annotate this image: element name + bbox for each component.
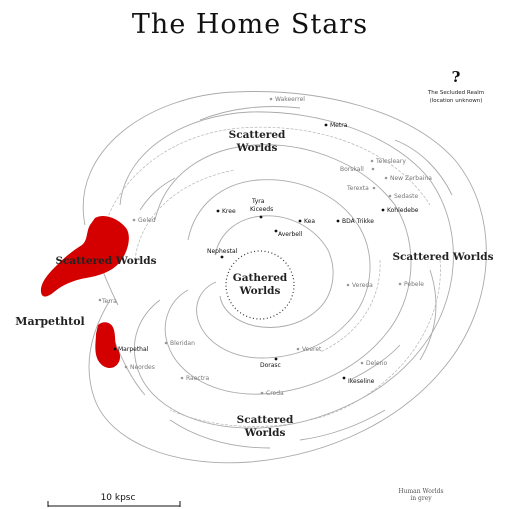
world-label-telesleary: Telesleary [375,158,406,165]
world-dot-tyra [259,215,263,219]
region-gathered-line2: Worlds [239,285,281,297]
world-dot-borskall [371,167,375,171]
world-dot-ikeseline [342,376,346,380]
world-label-bleridan: Bleridan [170,340,195,347]
region-gathered-line1: Gathered [233,272,288,284]
world-dot-geled [132,218,136,222]
world-label-vereda: Vereda [352,282,373,289]
world-label-veeret: Veeret [302,346,322,353]
world-dot-vereda [346,283,350,287]
world-label-geled: Geled [138,217,156,224]
world-label-deleno: Deleno [366,360,387,367]
region-scattered-east: Scattered Worlds [392,251,493,263]
world-dot-raectra [180,376,184,380]
region-scattered-south-line2: Worlds [244,427,286,439]
world-dot-deleno [360,361,364,365]
region-scattered-north-line1: Scattered [229,129,286,141]
world-dot-kree [216,209,220,213]
legend-line1: Human Worlds [398,488,443,495]
world-dot-dorasc [274,357,278,361]
territory-north-marpethtol [40,216,129,297]
world-dot-wakeerrel [269,97,273,101]
world-dot-terra [98,298,102,302]
world-label-bda-trikke: BDA Trikke [342,218,374,225]
world-label-marpethal: Marpethal [118,346,149,353]
world-label-kea: Kea [304,218,315,225]
world-label-sedaste: Sedaste [394,193,418,200]
world-label-kohledebe: Kohledebe [387,207,419,214]
world-dot-sedaste [388,194,392,198]
world-dot-terexta [372,186,376,190]
secluded-realm-location: (location unknown) [430,98,483,104]
region-scattered-south-line1: Scattered [237,414,294,426]
world-label-dorasc: Dorasc [260,362,281,369]
world-label-terexta: Terexta [346,185,369,192]
world-label-neordes: Neordes [130,364,155,371]
world-dot-neordes [124,365,128,369]
world-dot-marpethal [113,347,117,351]
world-dot-nephestal [220,255,224,259]
worlds-black: Metra Kree Tyra Kiceeds Kea BDA Trikke A… [113,122,419,385]
world-dot-bleridan [164,341,168,345]
world-label-ikeseline: Ikeseline [348,378,375,385]
world-label-nephestal: Nephestal [207,248,238,255]
map-title: The Home Stars [132,9,368,40]
world-label-metra: Metra [330,122,348,129]
world-label-averbell: Averbell [278,231,303,238]
world-label-pebele: Pebele [404,281,424,288]
world-label-tyra: Tyra [251,198,265,205]
worlds-grey: Wakeerrel Telesleary Borskall New Zerbai… [98,96,432,397]
world-label-terra: Terra [101,298,117,305]
world-dot-creda [260,391,264,395]
galaxy-spiral-inner [99,126,441,427]
region-marpethtol: Marpethtol [15,315,84,328]
region-scattered-west: Scattered Worlds [55,255,156,267]
world-label-raectra: Raectra [186,375,210,382]
legend-line2: in grey [410,495,432,502]
world-dot-kohledebe [381,208,385,212]
secluded-realm-label: The Secluded Realm [427,90,484,96]
gathered-worlds-boundary [225,250,295,320]
world-dot-new-zerbaina [384,176,388,180]
world-label-wakeerrel: Wakeerrel [275,96,305,103]
world-label-new-zerbaina: New Zerbaina [390,175,432,182]
secluded-realm-question-mark: ? [452,68,461,86]
world-label-borskall: Borskall [340,166,364,173]
world-dot-metra [324,123,328,127]
world-dot-averbell [274,229,278,233]
region-scattered-north-line2: Worlds [236,142,278,154]
world-dot-bda-trikke [336,219,340,223]
world-label-kree: Kree [222,208,236,215]
world-label-kiceeds: Kiceeds [250,206,273,213]
territory-marpethtol [95,322,121,368]
world-dot-pebele [398,282,402,286]
world-dot-telesleary [370,159,374,163]
world-dot-veeret [296,347,300,351]
scale-bar: 10 kpsc [47,493,181,507]
scale-bar-label: 10 kpsc [101,493,136,503]
world-label-creda: Creda [266,390,284,397]
world-dot-kea [298,219,302,223]
